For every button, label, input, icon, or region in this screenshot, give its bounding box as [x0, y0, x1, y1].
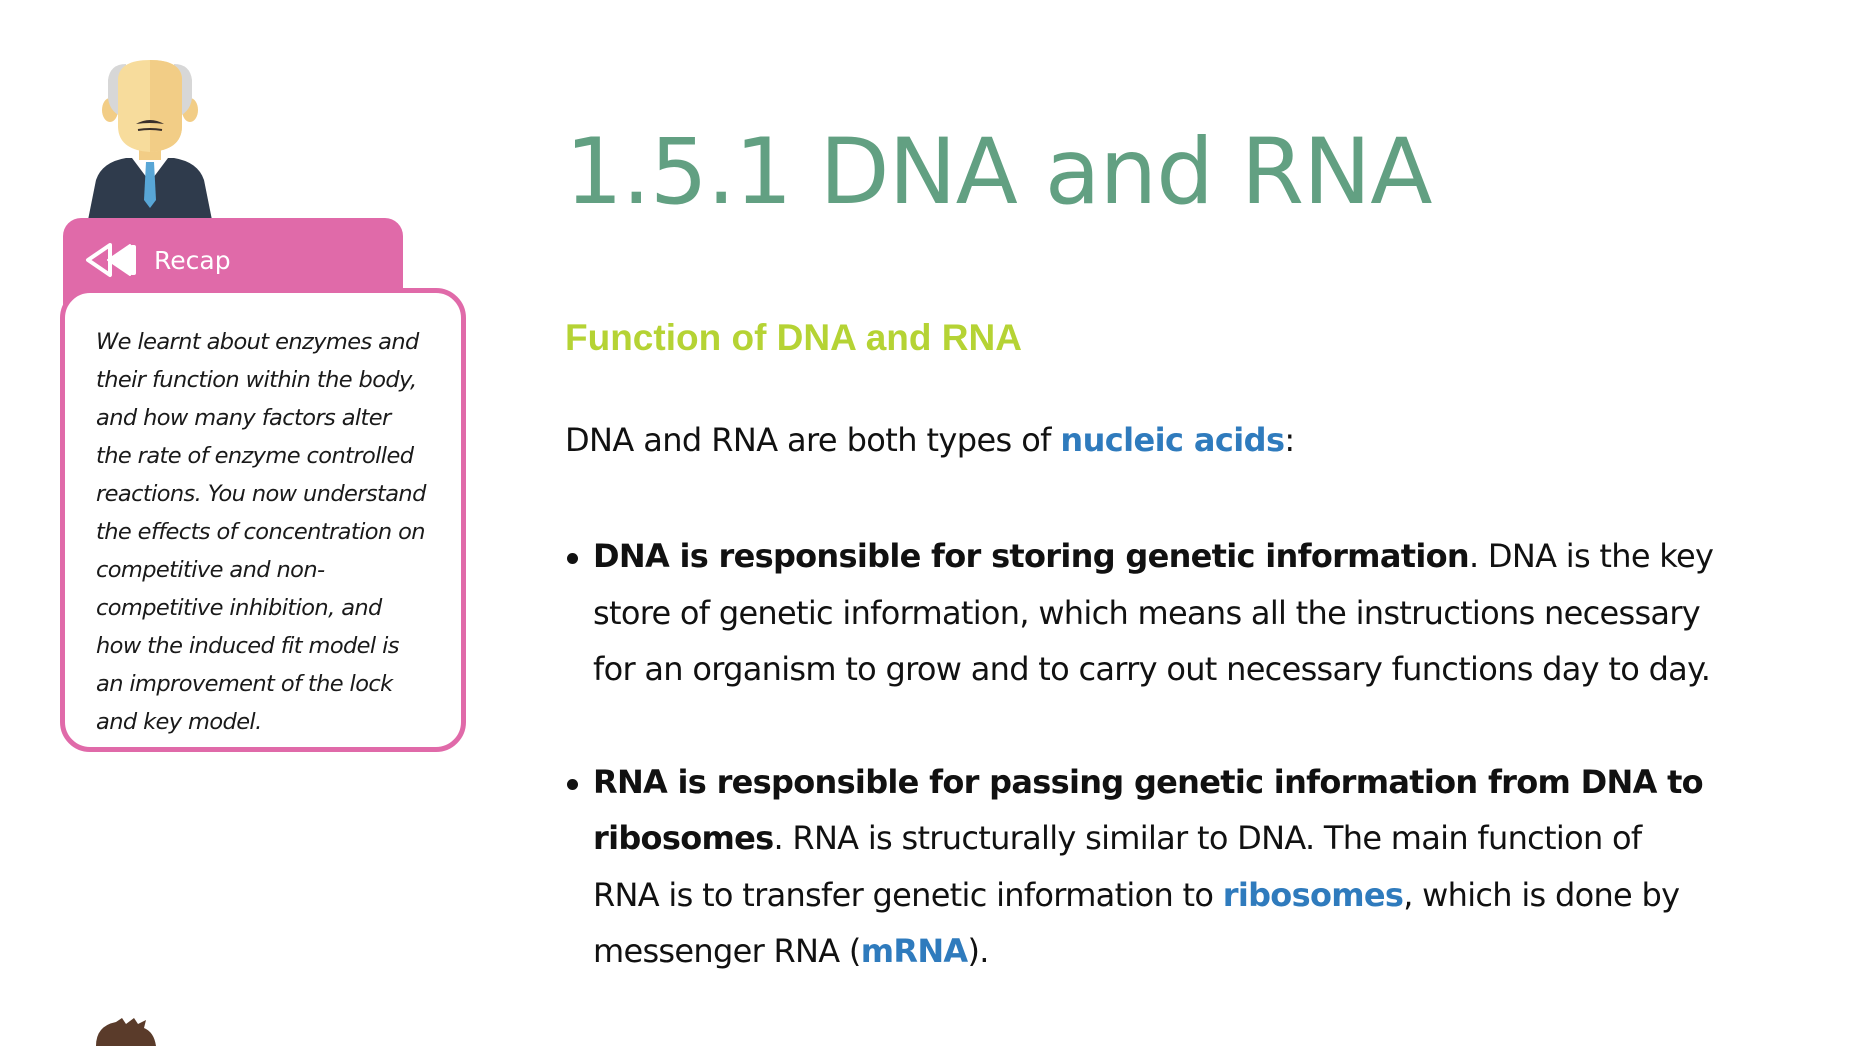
link-nucleic-acids[interactable]: nucleic acids [1060, 421, 1285, 459]
bullet-rna-text: . RNA is structurally similar to DNA. Th… [593, 819, 1642, 914]
link-ribosomes[interactable]: ribosomes [1222, 875, 1404, 914]
intro-paragraph: DNA and RNA are both types of nucleic ac… [565, 418, 1295, 462]
bullet-dna: DNA is responsible for storing genetic i… [565, 528, 1715, 698]
intro-text: DNA and RNA are both types of [565, 421, 1061, 459]
bullet-dot-icon [567, 553, 578, 564]
recap-label: Recap [154, 245, 231, 275]
recap-box: We learnt about enzymes and their functi… [60, 288, 466, 752]
recap-header: Recap [84, 240, 231, 280]
bullet-rna-text-2: , which is done by messenger RNA ( [593, 875, 1680, 971]
bullet-rna: RNA is responsible for passing genetic i… [565, 754, 1715, 980]
bullet-rna-lead: RNA is responsible for passing genetic i… [593, 762, 1704, 858]
link-mrna[interactable]: mRNA [860, 932, 968, 970]
page-title: 1.5.1 DNA and RNA [565, 120, 1432, 225]
bullet-rna-text-3: ). [967, 932, 989, 970]
intro-suffix: : [1284, 421, 1295, 459]
bullet-list: DNA is responsible for storing genetic i… [565, 528, 1715, 980]
rewind-icon [86, 243, 136, 277]
recap-text: We learnt about enzymes and their functi… [96, 329, 426, 735]
student-avatar [96, 1018, 156, 1046]
bullet-dot-icon [567, 778, 578, 790]
bullet-dna-lead: DNA is responsible for storing genetic i… [593, 537, 1470, 575]
bullet-dna-text: . DNA is the key store of genetic inform… [593, 537, 1714, 688]
professor-avatar [88, 60, 212, 220]
section-heading: Function of DNA and RNA [565, 317, 1022, 358]
